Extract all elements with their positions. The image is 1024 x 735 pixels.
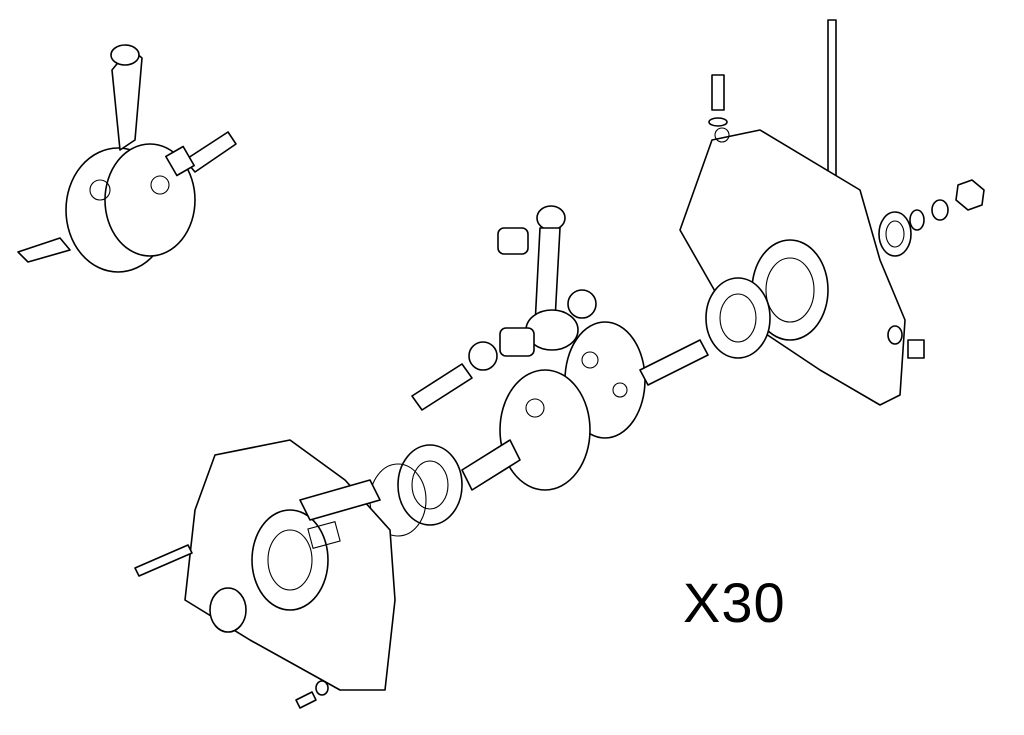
model-label: X30 <box>683 571 786 634</box>
drain-plug <box>887 325 925 359</box>
connecting-rod <box>525 205 579 351</box>
needle-bearing-big <box>499 327 535 357</box>
main-bearing-right <box>705 277 771 359</box>
left-crankcase <box>184 439 396 691</box>
thrust-washer <box>468 289 597 371</box>
crankshaft-assembly <box>17 44 237 273</box>
hex-nut <box>955 179 985 211</box>
bolt-short <box>295 680 329 709</box>
main-bearing-left <box>397 444 463 526</box>
crank-web-left <box>461 369 591 491</box>
right-crankcase <box>679 127 906 406</box>
crank-pin <box>411 363 473 411</box>
bolt-long <box>134 544 193 577</box>
needle-bearing-small <box>497 227 529 255</box>
oil-seal <box>878 211 912 257</box>
washer <box>909 199 949 231</box>
bleed-fitting <box>708 74 728 127</box>
cylinder-stud <box>827 19 837 191</box>
